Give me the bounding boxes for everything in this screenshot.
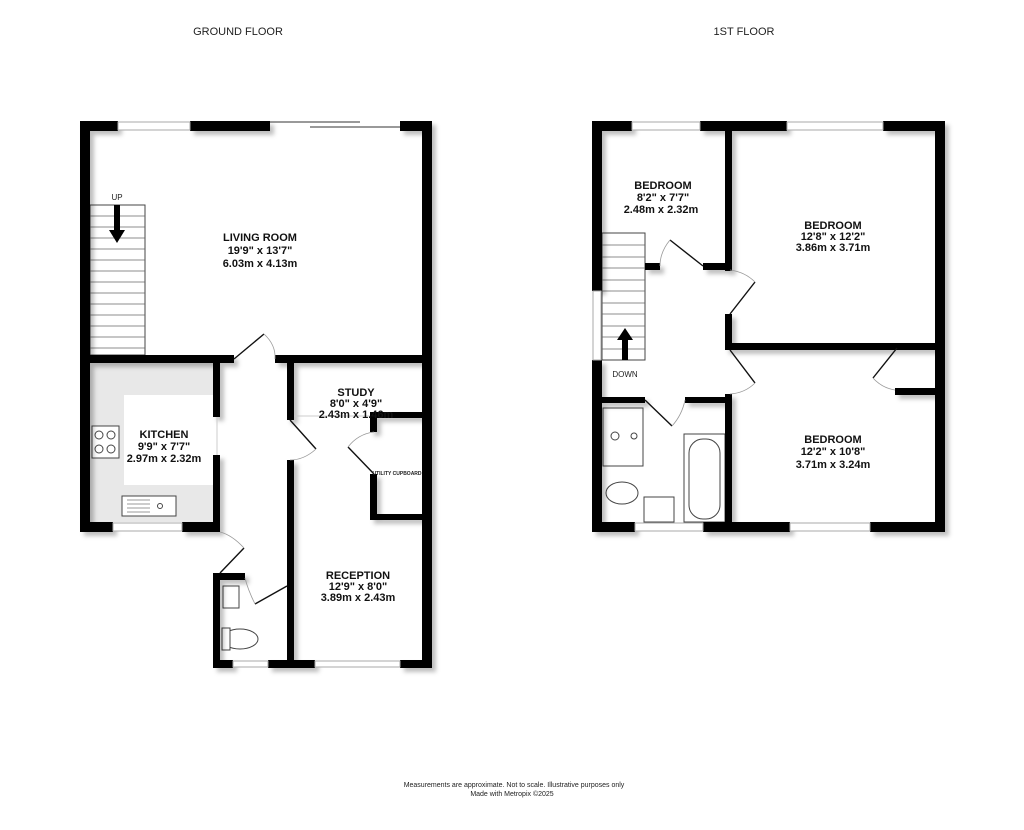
room-dimensions-imperial: 12'2" x 10'8" (801, 446, 866, 458)
sliding-door (270, 121, 400, 128)
room-name: STUDY (337, 387, 375, 399)
window (112, 522, 183, 532)
kitchen-counter (124, 362, 213, 395)
room-name: BEDROOM (634, 180, 691, 192)
doors (219, 333, 375, 605)
ground-floor-title: GROUND FLOOR (193, 26, 283, 38)
window (789, 522, 871, 532)
room-label-bedroom-small: BEDROOM 8'2" x 7'7" 2.48m x 2.32m (624, 180, 699, 216)
toilet-cistern-icon (221, 627, 231, 651)
ground-walls (80, 121, 432, 668)
room-name: BEDROOM (804, 220, 861, 232)
toilet-icon (605, 481, 639, 505)
room-name: BEDROOM (804, 434, 861, 446)
disclaimer: Measurements are approximate. Not to sca… (404, 782, 625, 789)
room-label-utility: UTILITY CUPBOARD (372, 471, 421, 477)
room-dimensions-metric: 2.43m x 1.46m (319, 409, 394, 421)
basin-icon (222, 585, 240, 609)
first-walls (592, 121, 945, 532)
room-dimensions-metric: 3.71m x 3.24m (796, 459, 871, 471)
room-label-reception: RECEPTION 12'9" x 8'0" 3.89m x 2.43m (321, 570, 396, 604)
bath-icon (683, 433, 726, 523)
room-dimensions-metric: 2.97m x 2.32m (127, 453, 202, 465)
room-label-living: LIVING ROOM 19'9" x 13'7" 6.03m x 4.13m (223, 232, 298, 270)
room-dimensions-metric: 3.89m x 2.43m (321, 592, 396, 604)
stairs-up (89, 204, 146, 356)
window (592, 290, 602, 361)
arrow-up-icon (617, 328, 633, 360)
ground-floor-plan: UP (80, 121, 432, 668)
stairs-down-label: DOWN (612, 370, 638, 379)
stairs-up-label: UP (111, 193, 122, 202)
room-name: LIVING ROOM (223, 232, 297, 244)
window (634, 522, 704, 532)
room-name: RECEPTION (326, 570, 390, 582)
room-dimensions-metric: 3.86m x 3.71m (796, 242, 871, 254)
credit: Made with Metropix ©2025 (470, 790, 553, 798)
first-floor-title: 1ST FLOOR (714, 26, 775, 38)
room-dimensions-imperial: 19'9" x 13'7" (228, 245, 293, 257)
room-dimensions-imperial: 12'9" x 8'0" (329, 581, 387, 593)
room-name: KITCHEN (140, 429, 189, 441)
sink-icon (121, 495, 177, 517)
first-floor-plan: DOWN (592, 121, 945, 532)
room-label-bedroom-rear: BEDROOM 12'2" x 10'8" 3.71m x 3.24m (796, 434, 871, 471)
shower-tray-icon (602, 407, 644, 467)
room-label-kitchen: KITCHEN 9'9" x 7'7" 2.97m x 2.32m (127, 429, 202, 465)
window (117, 121, 191, 131)
room-dimensions-metric: 6.03m x 4.13m (223, 258, 298, 270)
room-dimensions-imperial: 8'2" x 7'7" (637, 192, 689, 204)
doors (644, 239, 898, 427)
room-label-study: STUDY 8'0" x 4'9" 2.43m x 1.46m (319, 387, 394, 421)
room-label-bedroom-large: BEDROOM 12'8" x 12'2" 3.86m x 3.71m (796, 220, 871, 254)
room-dimensions-metric: 2.48m x 2.32m (624, 204, 699, 216)
window (232, 660, 269, 668)
window (786, 121, 884, 131)
stairs-down (601, 232, 646, 361)
hob-icon (91, 425, 120, 459)
window (631, 121, 701, 131)
room-dimensions-imperial: 9'9" x 7'7" (138, 441, 190, 453)
room-dimensions-imperial: 8'0" x 4'9" (330, 398, 382, 410)
window (314, 660, 401, 668)
arrow-down-icon (109, 205, 125, 243)
room-dimensions-imperial: 12'8" x 12'2" (801, 231, 866, 243)
basin-icon (643, 496, 675, 523)
